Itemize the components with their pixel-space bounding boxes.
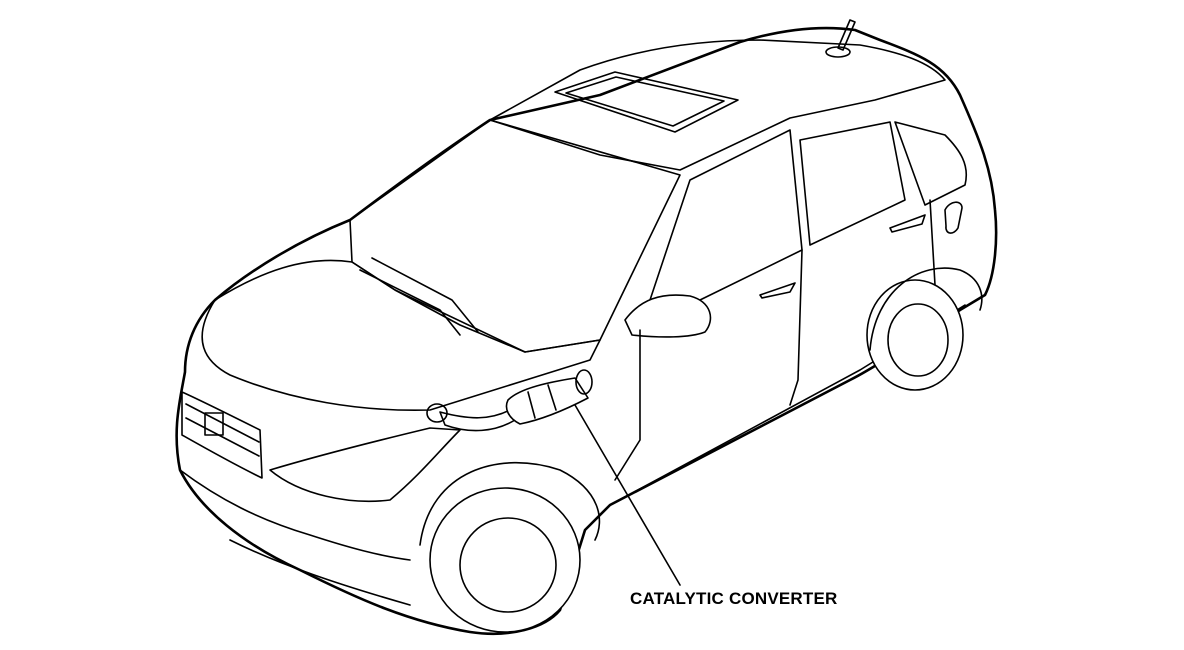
converter-band-2 xyxy=(527,391,536,419)
roof-panel xyxy=(489,39,946,171)
front-wheel-rim xyxy=(459,517,557,613)
callout-leader-line xyxy=(574,404,681,586)
windshield-wiper-2 xyxy=(359,269,461,336)
fuel-door xyxy=(944,201,963,234)
front-door-seam xyxy=(614,329,641,481)
headlight xyxy=(269,427,461,503)
sunroof xyxy=(554,71,739,133)
front-wheel xyxy=(429,487,581,633)
grille-bar-2 xyxy=(185,417,260,457)
hood xyxy=(201,259,601,412)
catalytic-converter-body xyxy=(505,377,589,425)
front-bumper xyxy=(179,469,411,561)
rear-door-seam xyxy=(929,199,936,286)
honda-emblem xyxy=(204,412,224,436)
rear-fender-arch xyxy=(869,267,983,351)
rear-wheel-rim xyxy=(887,303,949,377)
side-mirror xyxy=(624,294,712,338)
rear-wheel xyxy=(866,279,964,391)
antenna-base xyxy=(825,46,851,58)
door-handle-front xyxy=(759,282,796,299)
converter-band xyxy=(547,384,557,411)
catalytic-converter-label: CATALYTIC CONVERTER xyxy=(630,589,838,608)
exhaust-flange xyxy=(426,403,448,423)
rear-quarter-window xyxy=(894,121,967,206)
sunroof-inner xyxy=(565,76,725,127)
converter-outlet-flange xyxy=(575,369,593,395)
rear-door-window xyxy=(799,121,906,246)
b-pillar-seam xyxy=(789,249,803,406)
exhaust-pipe xyxy=(439,409,516,432)
front-bumper-lower xyxy=(229,539,411,606)
door-handle-rear xyxy=(889,214,926,233)
windshield-wiper xyxy=(371,257,479,333)
front-fender-arch xyxy=(419,462,601,546)
antenna xyxy=(837,19,856,51)
front-grille xyxy=(181,391,263,479)
